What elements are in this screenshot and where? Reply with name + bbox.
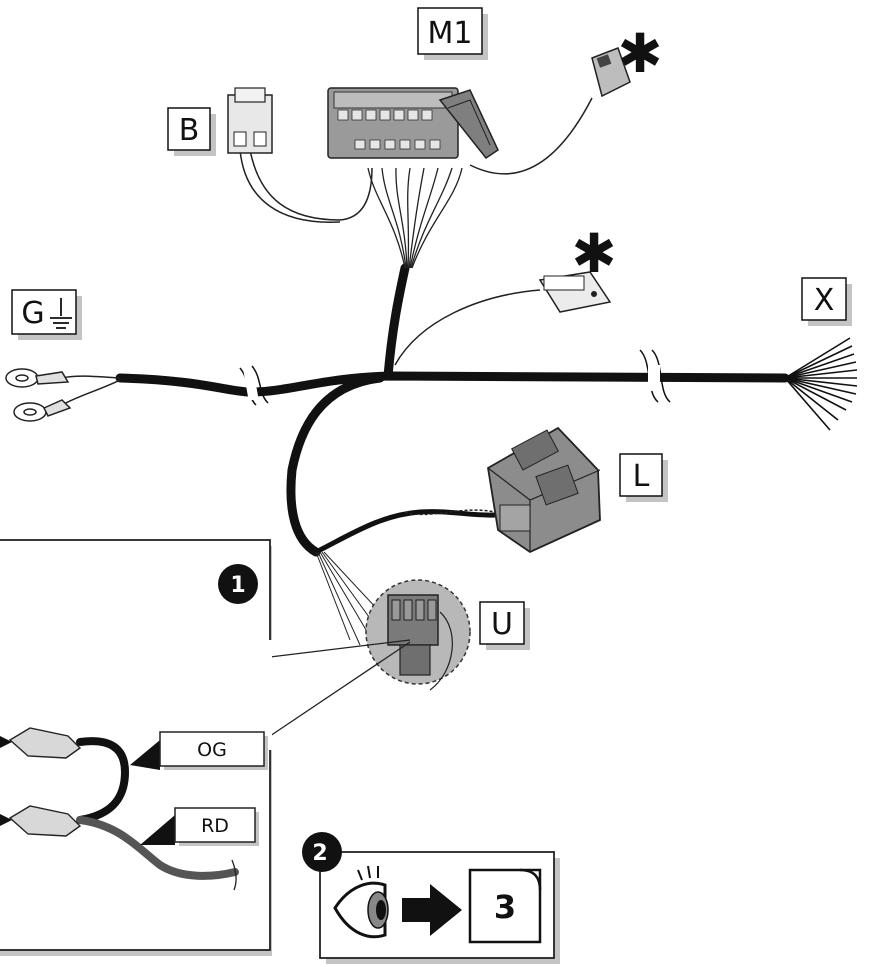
connector-b [227, 87, 273, 154]
arrow-right-icon [402, 884, 462, 936]
connector-l [487, 426, 601, 554]
m1-wire-fan [367, 167, 463, 269]
callout-1: 1 [230, 573, 245, 598]
branch-wires [61, 97, 593, 516]
wire-tag-rd: RD [201, 815, 229, 837]
eye-icon [333, 865, 389, 939]
connector-u [315, 551, 471, 691]
star-marker-top: ✱ [617, 22, 662, 85]
wire-tag-og: OG [197, 739, 227, 761]
label-b: B [179, 113, 200, 148]
connector-star-mid [538, 271, 612, 313]
label-l: L [633, 459, 650, 494]
label-g: G [21, 296, 44, 331]
x-wire-ends [784, 337, 858, 431]
ground-ring-terminals [5, 368, 72, 422]
main-harness [115, 263, 790, 557]
reference-page-number: 3 [494, 888, 516, 926]
ground-symbol-icon [50, 298, 72, 329]
label-u: U [491, 607, 513, 642]
connector-m1 [327, 87, 499, 160]
label-x: X [814, 283, 835, 318]
label-boxes [11, 7, 852, 650]
inset-panel-2 [302, 832, 560, 964]
inset-panel-1 [0, 539, 411, 956]
label-m1: M1 [428, 16, 473, 51]
callout-2: 2 [312, 841, 327, 866]
star-marker-mid: ✱ [571, 222, 616, 285]
connector-star-top [591, 47, 631, 98]
